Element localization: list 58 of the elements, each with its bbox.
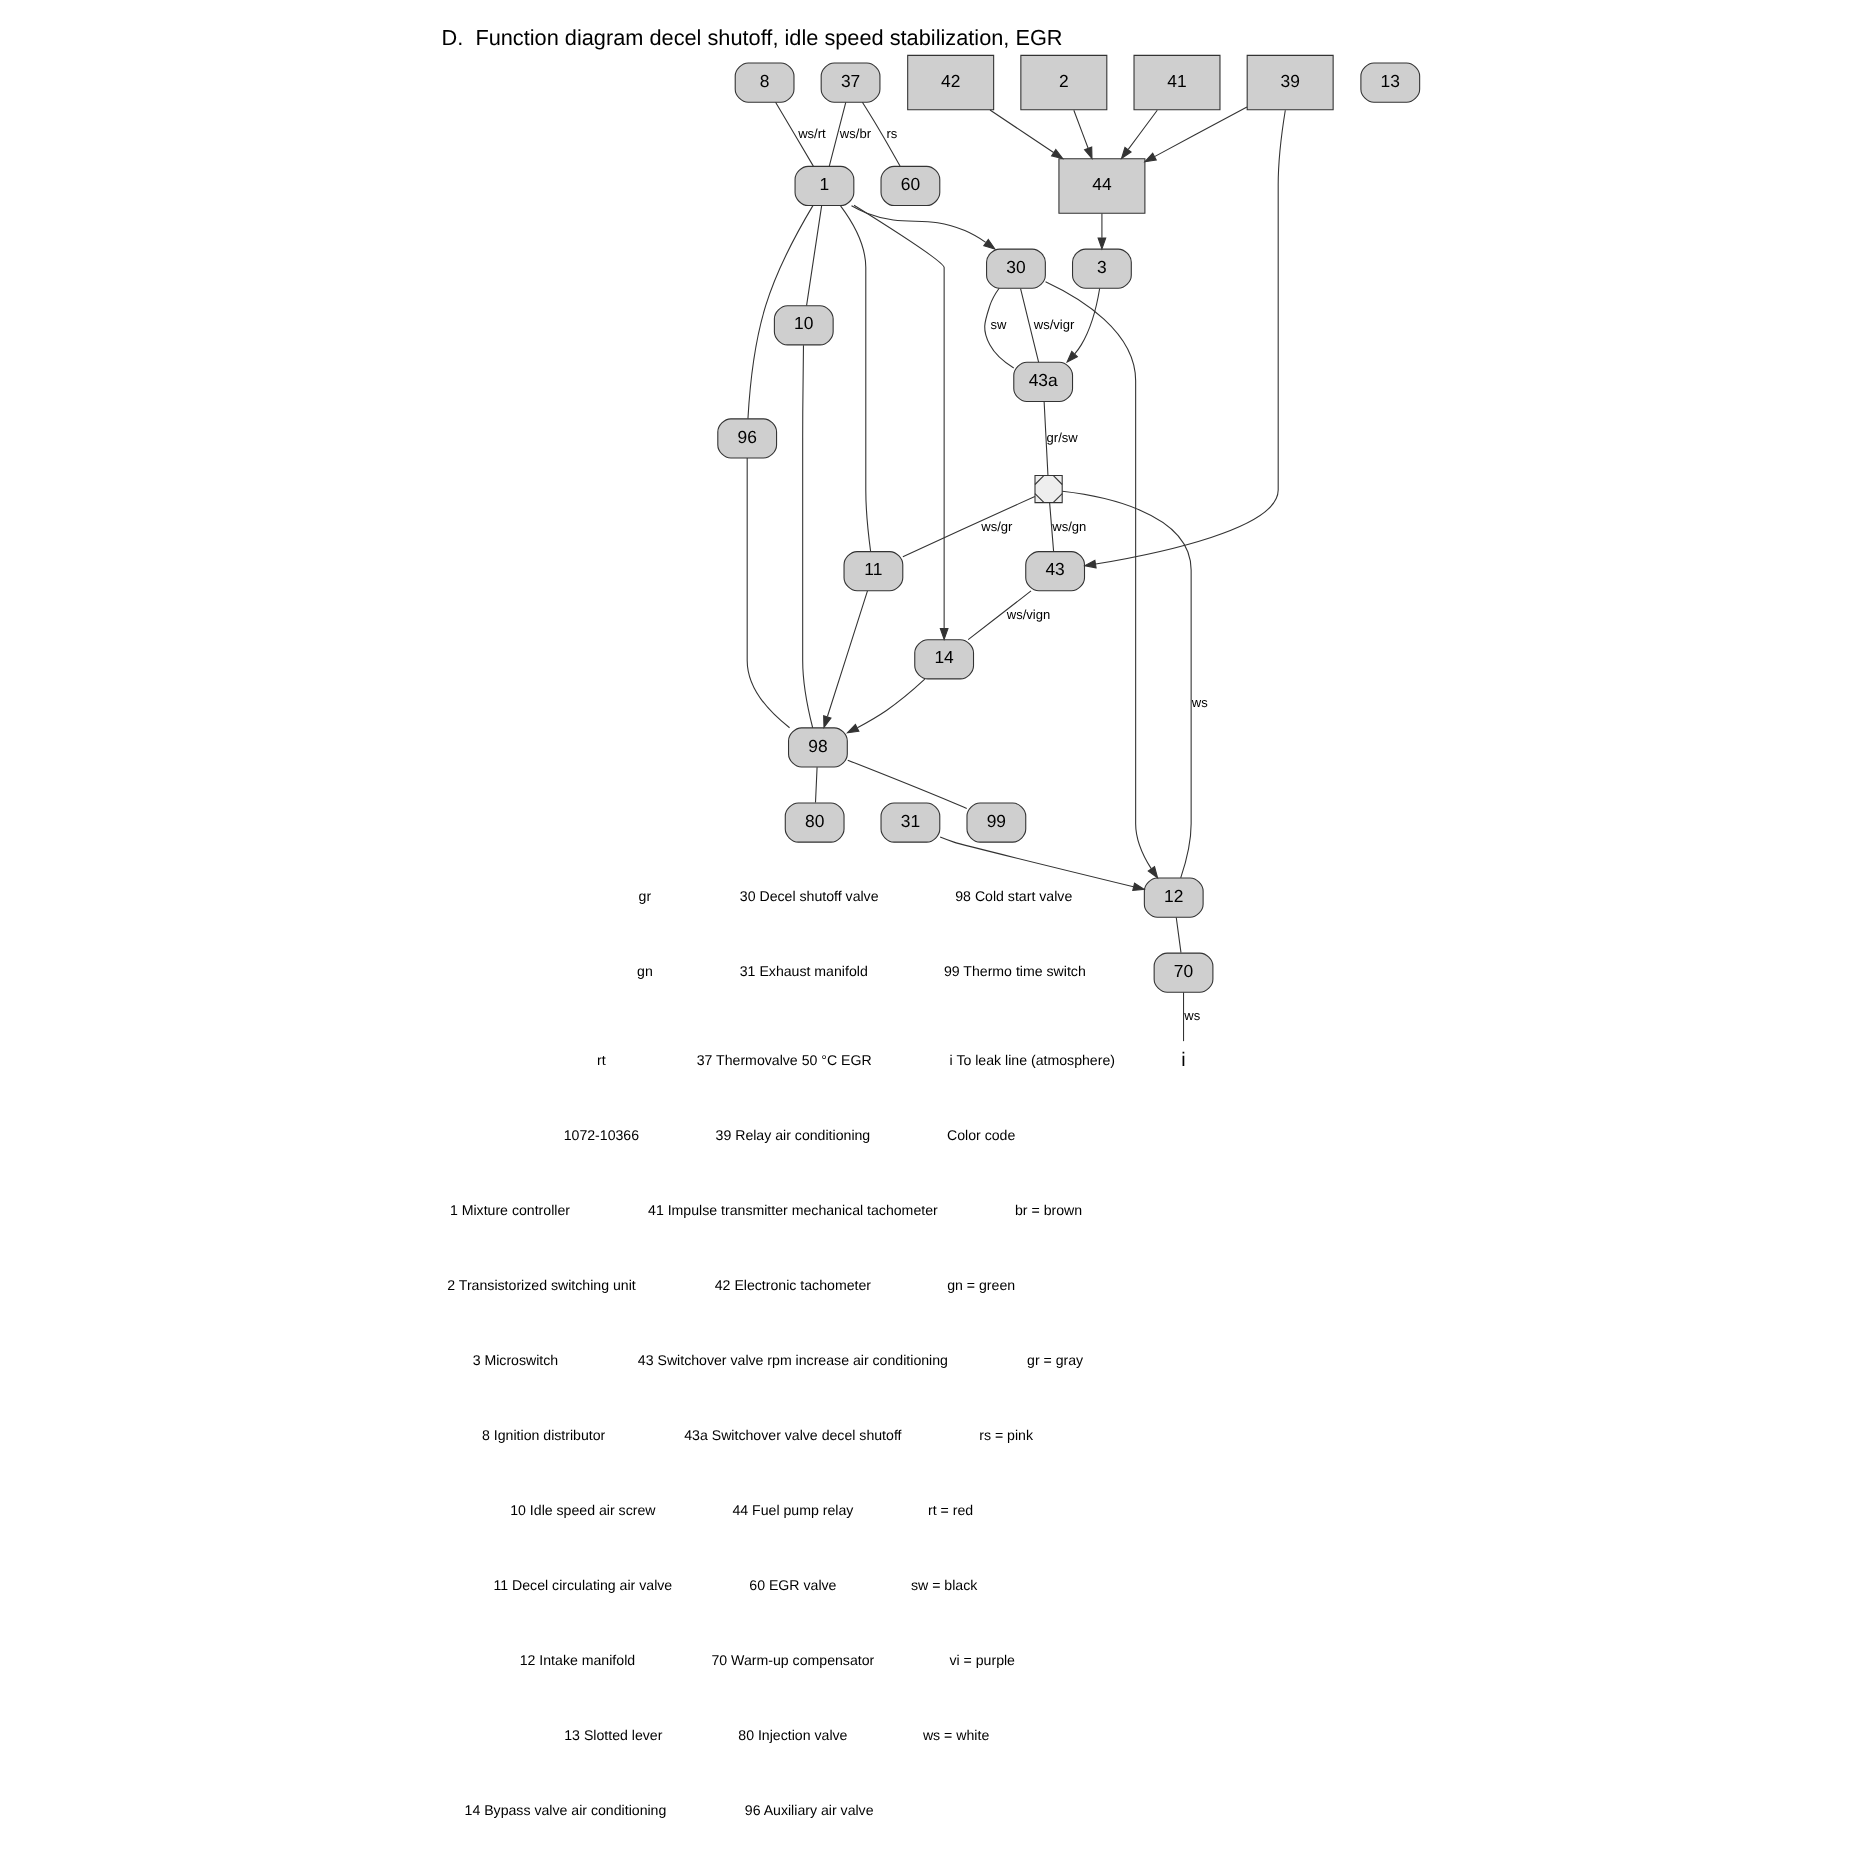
connector <box>1174 915 1181 953</box>
connector <box>774 100 813 166</box>
node-box: 10 <box>772 304 833 345</box>
node-box: 70 <box>1152 951 1213 992</box>
node-box: 1 <box>793 164 854 206</box>
node-box: 80 <box>783 801 844 842</box>
node-box: 98 <box>787 726 847 767</box>
node-box: 39 <box>1245 53 1333 110</box>
connector <box>846 758 967 808</box>
connector <box>827 100 846 166</box>
arrow <box>988 108 1064 159</box>
node-box: 3 <box>1071 247 1131 288</box>
node-box: 96 <box>716 417 777 458</box>
arrow <box>852 203 948 641</box>
node-box: 43a <box>1012 360 1073 401</box>
node-box: 43 <box>1024 550 1085 591</box>
connector <box>813 765 817 803</box>
arrow <box>845 677 925 733</box>
node-box: 13 <box>1359 61 1420 102</box>
node-box: 14 <box>913 638 974 679</box>
arrow <box>1119 108 1157 159</box>
arrow <box>849 204 996 250</box>
arrow <box>1064 286 1100 363</box>
arrow <box>938 835 1145 891</box>
node-box: 2 <box>1019 53 1107 110</box>
node-box: 60 <box>879 164 940 206</box>
node-box: 30 <box>985 247 1045 288</box>
node-box: 8 <box>733 61 794 102</box>
connector <box>805 204 822 306</box>
connector <box>901 494 1035 557</box>
arrow <box>1096 211 1106 250</box>
node-box: 31 <box>879 801 940 842</box>
node-box: 12 <box>1142 876 1203 917</box>
connector <box>1048 501 1054 551</box>
node-box: 42 <box>906 53 994 110</box>
node-box: 44 <box>1057 157 1145 213</box>
arrow <box>1072 108 1092 160</box>
arrow <box>1142 105 1247 162</box>
connector <box>839 204 871 551</box>
node-box: 37 <box>819 61 880 102</box>
connector <box>1042 400 1048 475</box>
node-text: i <box>1180 1048 1185 1071</box>
connector <box>801 343 813 728</box>
arrow <box>1082 108 1285 568</box>
node-box: 11 <box>842 550 903 591</box>
diagram-title: D. Function diagram decel shutoff, idle speed stabilization, EGR <box>440 25 1062 50</box>
connector <box>1060 489 1191 878</box>
arrow <box>1044 280 1158 879</box>
node-box: 41 <box>1132 53 1220 110</box>
node-box: 99 <box>965 801 1026 842</box>
connector <box>860 100 900 166</box>
connector <box>966 589 1031 640</box>
connector <box>1181 990 1184 1041</box>
connector <box>745 456 790 728</box>
connector <box>1019 287 1039 362</box>
connector <box>746 204 813 419</box>
connector <box>983 286 1014 368</box>
arrow <box>822 589 867 728</box>
